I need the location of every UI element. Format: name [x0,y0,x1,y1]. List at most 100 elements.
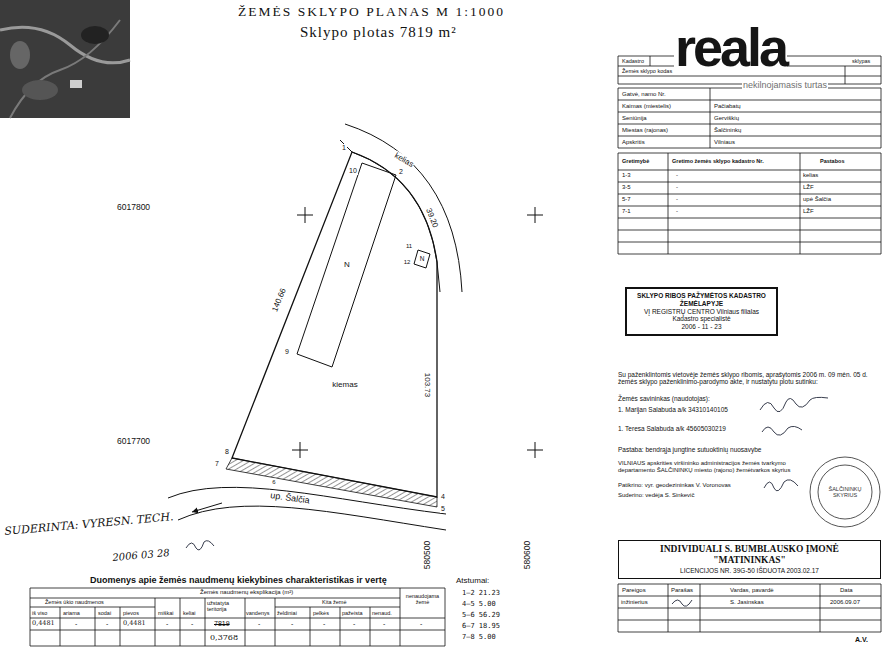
plan-label: S. Jasinskas [730,599,764,606]
building-text: N [420,255,425,262]
plan-label: SUDERINTA: VYRESN. TECH. [4,511,174,538]
plan-label: Gerviškių [714,115,739,122]
plan-label: 6017800 [117,203,150,213]
plan-label: Vardas, pavardė [730,587,774,594]
table-grid [618,153,881,254]
land-plot: kiemasNN [228,148,440,510]
plan-label: Žemės ūkio naudmenos [45,599,104,605]
plan-label: - [106,620,108,628]
plan-label: 580500 [423,541,433,569]
aerial-road [10,20,120,118]
plan-label: nenaud. [372,610,392,616]
plan-label: Pačiabatų [714,103,741,110]
aerial-photo [0,0,130,118]
signature [672,600,692,606]
plan-label: Parašas [671,587,693,594]
table-grid [618,88,881,148]
plan-label: 3-5 [622,184,631,191]
plan-label: Gretimo žemės sklypo kadastro Nr. [672,158,764,164]
plan-label: 8 [224,448,230,456]
plan-label: 7—8 5.00 [462,633,496,641]
grid-cross [292,442,308,458]
plan-label: Žemės savininkas (naudotojas): [618,395,710,402]
road-edge [340,140,440,292]
plan-label: Šalčininkų [714,127,741,134]
road [340,124,462,292]
plan-label: pievos [123,610,139,616]
land-plot-outline [232,152,437,497]
plan-label: 12 [403,259,412,266]
plan-label: 6—7 18.95 [462,622,500,630]
plan-label: pelkės [313,610,329,616]
plan-label: - [191,620,193,628]
round-seal-text: ŠALČININKŲ SKYRIUS [823,486,867,498]
registry-stamp-text: 2006 - 11 - 23 [631,323,772,331]
signature [760,397,828,412]
plan-label: - [323,620,325,628]
signature [186,541,214,550]
road-edge [345,124,462,292]
plan-label: - [676,172,678,179]
plan-label: 0,3768 [210,633,238,642]
plan-label: 6 [271,479,276,486]
river [168,487,446,530]
plan-label: pažeista [342,610,363,616]
table-grid [30,588,445,646]
firm-box-text: LICENCIJOS NR. 39G-50 IŠDUOTA 2003.02.17 [623,567,876,575]
firm-box-text: INDIVIDUALI S. BUMBLAUSKO ĮMONĖ "MATININ… [623,544,876,567]
aerial-tree [10,41,30,69]
signature [762,426,802,435]
plan-label: 10 [348,167,358,175]
plan-label: Seniūnija [622,115,647,122]
plan-label: ariama [63,610,80,616]
table-grid [618,584,881,632]
plan-label: Miestas (rajonas) [622,127,668,134]
building: N [412,248,432,270]
grid-cross [297,207,313,223]
plan-label: up. Šalčia [269,490,312,506]
plan-label: Vilniaus [714,139,735,146]
registry-stamp-text: VĮ REGISTRŲ CENTRO Vilniaus filialas [631,308,772,316]
plan-label: 0,4481 [32,620,55,627]
plan-label: upė Šalčia [803,196,831,203]
plan-label: Suderino: vedėja S. Sinkevič [618,492,694,499]
plan-label: 5—6 56.29 [462,611,500,619]
signature [764,480,798,491]
plan-label: sodai [98,610,111,616]
plan-label: LŽF [803,184,814,191]
building: N [293,160,399,370]
river-bank [178,506,446,530]
plan-label: Apskritis [622,139,645,146]
grid-cross [527,207,543,223]
grid-cross [292,207,543,458]
plan-label: 103.73 [422,372,431,398]
plan-label: užstatyta teritorija [207,600,244,613]
plan-label: keliai [183,610,196,616]
plan-label: Atstumai: [456,576,489,585]
registry-stamp: SKLYPO RIBOS PAŽYMĖTOS KADASTRO ŽEMĖLAPY… [625,287,778,336]
plan-label: LŽF [803,208,814,215]
aerial-tree [22,80,58,100]
plan-label: iš viso [32,610,47,616]
plan-label: Gretimybė [622,158,649,164]
plan-label: 4 [440,493,446,501]
plan-label: 2 [398,168,404,176]
plan-label: Kita žemė [322,599,346,605]
firm-box: INDIVIDUALI S. BUMBLAUSKO ĮMONĖ "MATININ… [618,540,881,579]
plan-label: - [676,196,678,203]
aerial-house [70,80,82,88]
plan-label: Duomenys apie žemės naudmenų kiekybines … [90,575,387,585]
aerial-tree [81,26,109,44]
plan-label: - [420,620,422,628]
hatched-strip [226,458,437,507]
plan-title: ŽEMĖS SKLYPO PLANAS M 1:1000 [238,4,505,20]
plan-label: sklypas [852,58,870,64]
plan-label: 7 [214,460,220,468]
watermark: nekilnojamasis turtas [742,80,828,90]
plan-label: Patikrino: vyr. geodezininkas V. Voronov… [618,482,731,489]
plan-label: 1. Teresa Salabuda a/k 45605030219 [618,425,726,432]
plan-label: - [166,620,168,628]
plan-label: Pareigos [622,587,646,594]
building-outline [297,163,396,367]
